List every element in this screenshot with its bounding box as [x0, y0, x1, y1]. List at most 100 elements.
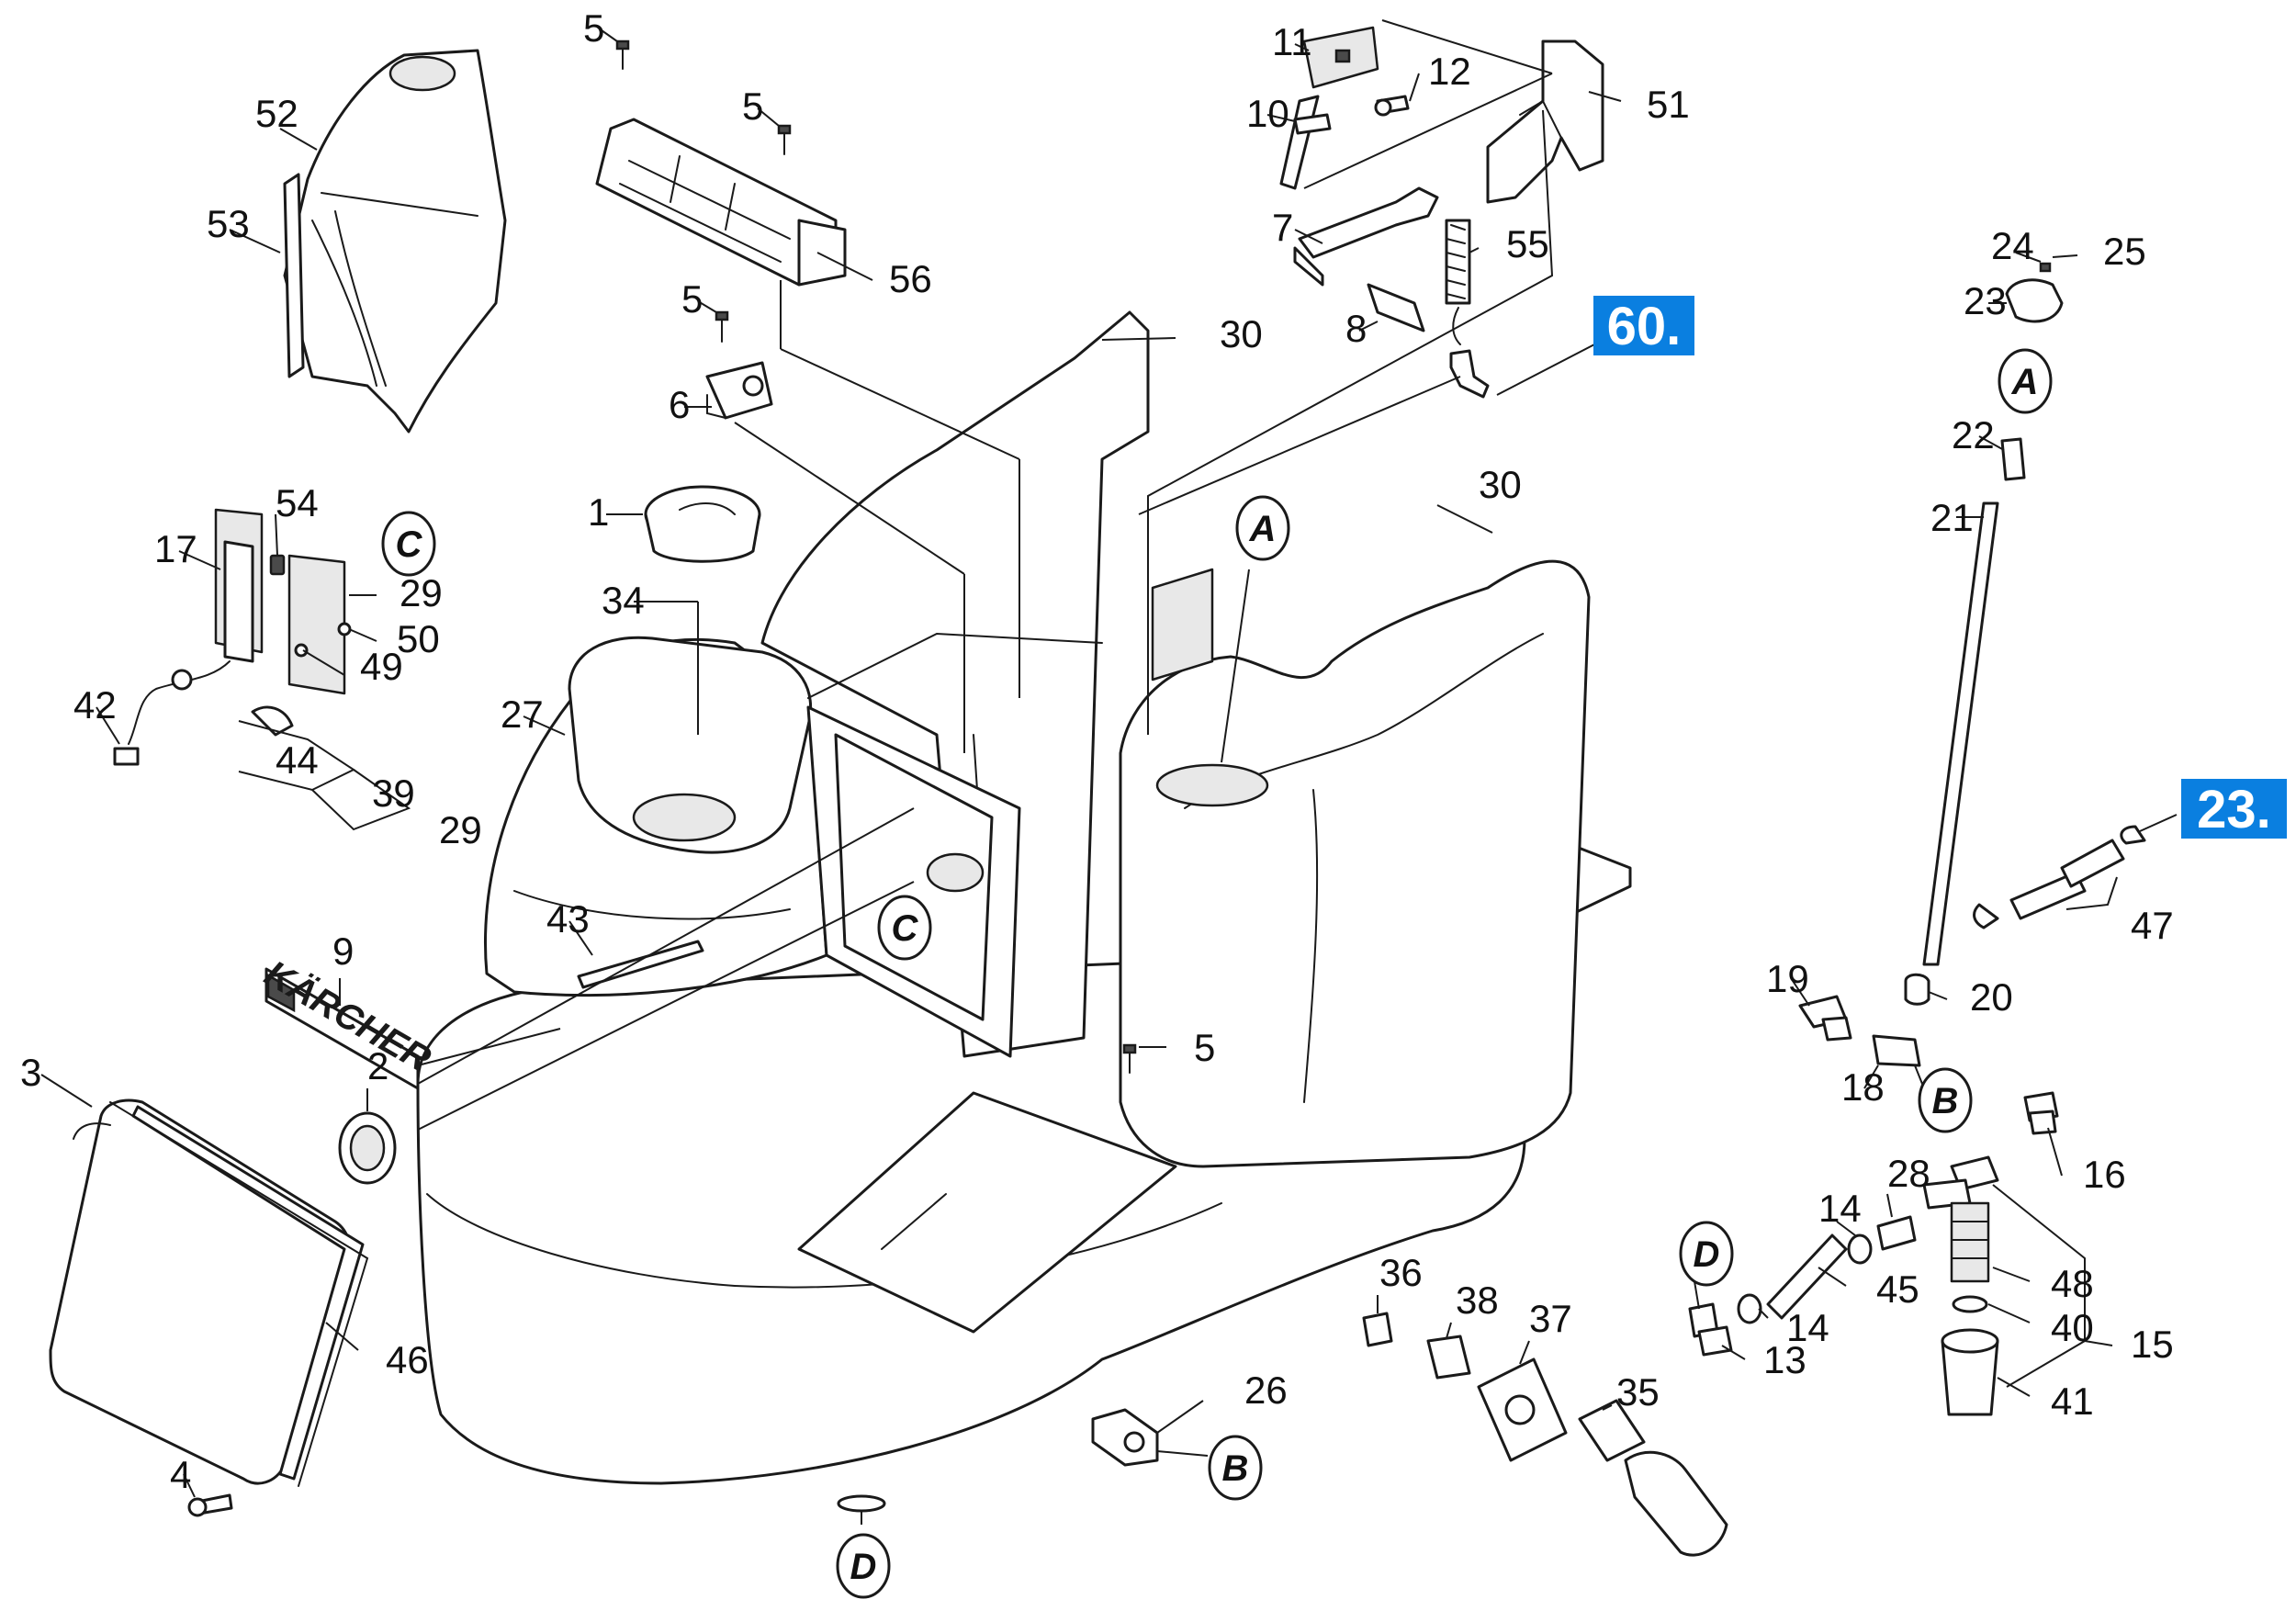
part-label-p56: 56 — [889, 257, 932, 300]
part-label-p43: 43 — [546, 897, 590, 941]
ref-c-body-letter: C — [892, 908, 919, 949]
part-label-p12: 12 — [1428, 50, 1471, 93]
part-label-p5a: 5 — [583, 6, 604, 50]
part-label-p15: 15 — [2131, 1323, 2174, 1366]
part-label-p20: 20 — [1970, 975, 2013, 1019]
part-label-p53: 53 — [207, 202, 250, 245]
part-label-p13: 13 — [1763, 1338, 1806, 1381]
plug-2 — [338, 1111, 397, 1185]
part-label-p48: 48 — [2051, 1262, 2094, 1305]
leader-lines — [40, 19, 2178, 1525]
part-label-p5c: 5 — [681, 277, 703, 321]
part-label-p37: 37 — [1529, 1297, 1572, 1340]
reference-markers: A A B B C C D D — [381, 348, 2053, 1599]
part-label-p34: 34 — [602, 579, 645, 622]
ref-a-body-circle — [1235, 495, 1290, 561]
part-label-p16: 16 — [2083, 1153, 2126, 1196]
part-label-p30b: 30 — [1479, 463, 1522, 506]
cover-assembly — [283, 49, 507, 434]
part-label-p27: 27 — [501, 693, 544, 736]
badge-60-box — [1593, 296, 1694, 355]
part-label-p29b: 29 — [439, 808, 482, 851]
part-label-p51: 51 — [1647, 83, 1690, 126]
part-label-p9: 9 — [332, 929, 354, 973]
screw-4 — [187, 1493, 233, 1517]
part-label-p18: 18 — [1841, 1065, 1885, 1109]
foot-fitting — [837, 1494, 886, 1513]
reference-badges: 60. 23. — [1593, 296, 2287, 839]
part-label-p3: 3 — [20, 1051, 41, 1094]
part-label-p4: 4 — [170, 1453, 191, 1496]
part-label-p52: 52 — [255, 92, 298, 135]
ref-d-bottom-marker: D — [836, 1533, 891, 1599]
screw-icons — [615, 39, 1137, 1074]
ref-c-body-circle — [877, 895, 932, 961]
part-label-p39: 39 — [372, 772, 415, 815]
bracket-56 — [595, 118, 847, 287]
ref-c-top-circle — [381, 511, 436, 577]
ref-b-bottom-letter: B — [1222, 1448, 1249, 1489]
ref-d-right-letter: D — [1694, 1234, 1720, 1275]
part-label-p29a: 29 — [400, 571, 443, 614]
lever-assembly — [1279, 26, 1604, 399]
badge-23-box — [2181, 779, 2287, 839]
part-label-p11: 11 — [1272, 20, 1312, 63]
part-label-p6: 6 — [669, 383, 690, 426]
part-label-p5d: 5 — [1194, 1026, 1215, 1069]
part-label-p45: 45 — [1876, 1267, 1919, 1311]
part-label-p36: 36 — [1379, 1251, 1423, 1294]
ref-d-bottom-circle — [836, 1533, 891, 1599]
part-label-p54: 54 — [276, 481, 319, 524]
ref-b-bottom-circle — [1208, 1435, 1263, 1501]
badge-23: 23. — [2181, 779, 2287, 839]
part-label-p41: 41 — [2051, 1380, 2094, 1423]
bottom-parts — [1091, 1312, 1728, 1557]
ref-d-right-circle — [1679, 1221, 1734, 1287]
part-label-p35: 35 — [1616, 1370, 1660, 1414]
part-label-p38: 38 — [1456, 1278, 1499, 1322]
part-label-p1: 1 — [588, 490, 609, 534]
part-label-p55: 55 — [1506, 222, 1549, 265]
badge-23-text: 23. — [2197, 780, 2271, 839]
part-label-p47: 47 — [2131, 904, 2174, 947]
part-label-p17: 17 — [154, 527, 197, 570]
clip-6 — [705, 361, 773, 420]
badge-60: 60. — [1593, 296, 1694, 356]
part-label-p28: 28 — [1887, 1152, 1930, 1195]
ref-b-right-marker: B — [1918, 1067, 1973, 1133]
ref-c-top-letter: C — [396, 524, 423, 565]
part-label-p7: 7 — [1272, 206, 1293, 249]
ref-a-body-letter: A — [1249, 509, 1277, 549]
part-label-p10: 10 — [1246, 92, 1289, 135]
ref-c-body-marker: C — [877, 895, 932, 961]
karcher-logo: KÄRCHER — [258, 953, 437, 1090]
ref-d-right-marker: D — [1679, 1221, 1734, 1287]
part-label-p50: 50 — [397, 617, 440, 660]
part-label-p26: 26 — [1244, 1369, 1288, 1412]
ref-a-top-marker: A — [1998, 348, 2053, 414]
part-label-p46: 46 — [386, 1338, 429, 1381]
part-label-p42: 42 — [73, 683, 117, 727]
part-label-p25: 25 — [2103, 230, 2146, 273]
electric-module — [113, 508, 352, 766]
part-label-p21: 21 — [1930, 496, 1974, 539]
part-label-p44: 44 — [276, 738, 319, 782]
part-label-p19: 19 — [1766, 957, 1809, 1000]
part-label-p40: 40 — [2051, 1306, 2094, 1349]
part-label-p5b: 5 — [742, 84, 763, 128]
part-label-p14b: 14 — [1786, 1306, 1829, 1349]
part-label-p24: 24 — [1991, 224, 2034, 267]
rod-43 — [577, 940, 704, 989]
part-label-p23: 23 — [1964, 279, 2007, 322]
part-label-p8: 8 — [1345, 307, 1367, 350]
ref-b-right-letter: B — [1932, 1081, 1959, 1121]
ref-a-top-letter: A — [2011, 362, 2039, 402]
lid-3 — [49, 1098, 369, 1487]
main-housing — [416, 310, 1632, 1485]
ref-c-top-marker: C — [381, 511, 436, 577]
ref-a-top-circle — [1998, 348, 2053, 414]
ref-b-bottom-marker: B — [1208, 1435, 1263, 1501]
